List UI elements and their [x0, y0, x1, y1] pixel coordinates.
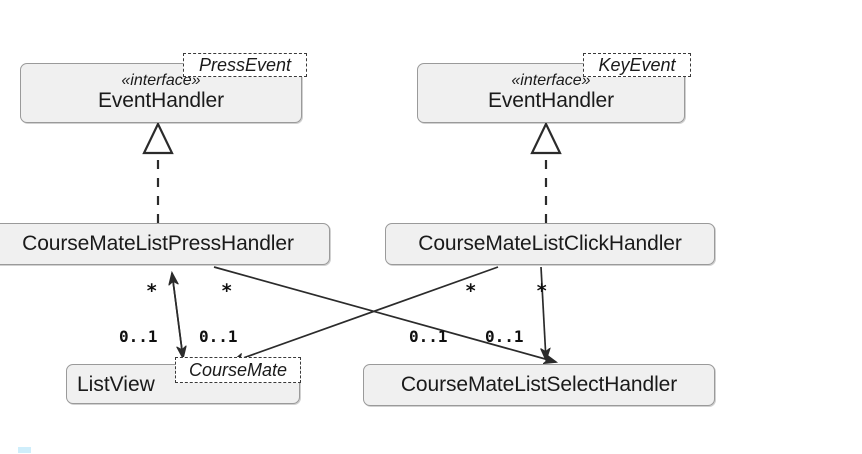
course-mate-list-press-handler-title: CourseMateListPressHandler: [22, 232, 294, 255]
press-event-title: EventHandler: [97, 88, 225, 112]
edge-press-listview-association: [172, 273, 183, 358]
press-event-stereotype: «interface»: [121, 71, 201, 89]
multiplicity-zero-one-4: 0..1: [485, 327, 524, 346]
multiplicity-zero-one-2: 0..1: [199, 327, 238, 346]
edge-press-realization: [142, 121, 174, 223]
text-cursor-artifact: [18, 447, 31, 453]
course-mate-list-click-handler-title: CourseMateListClickHandler: [418, 232, 682, 255]
list-view-type-tag: CourseMate: [175, 357, 301, 383]
list-view-title: ListView: [77, 373, 155, 396]
multiplicity-zero-one-1: 0..1: [119, 327, 158, 346]
edge-click-listview-association: [232, 266, 499, 362]
press-event-tag: PressEvent: [183, 53, 307, 77]
multiplicity-zero-one-3: 0..1: [409, 327, 448, 346]
multiplicity-star-1: *: [146, 280, 158, 302]
node-course-mate-list-select-handler[interactable]: CourseMateListSelectHandler: [363, 364, 715, 406]
key-event-title: EventHandler: [487, 88, 615, 112]
course-mate-list-select-handler-title: CourseMateListSelectHandler: [400, 373, 678, 396]
node-course-mate-list-click-handler[interactable]: CourseMateListClickHandler: [385, 223, 715, 265]
multiplicity-star-3: *: [465, 280, 477, 302]
edge-key-realization: [530, 121, 562, 223]
multiplicity-star-2: *: [221, 280, 233, 302]
multiplicity-star-4: *: [536, 280, 548, 302]
key-event-tag: KeyEvent: [583, 53, 691, 77]
node-course-mate-list-press-handler[interactable]: CourseMateListPressHandler: [0, 223, 330, 265]
key-event-stereotype: «interface»: [511, 71, 591, 89]
edge-press-select-association: [213, 266, 556, 362]
key-event-interface-content: «interface» EventHandler: [488, 72, 614, 115]
press-event-interface-content: «interface» EventHandler: [98, 72, 224, 115]
